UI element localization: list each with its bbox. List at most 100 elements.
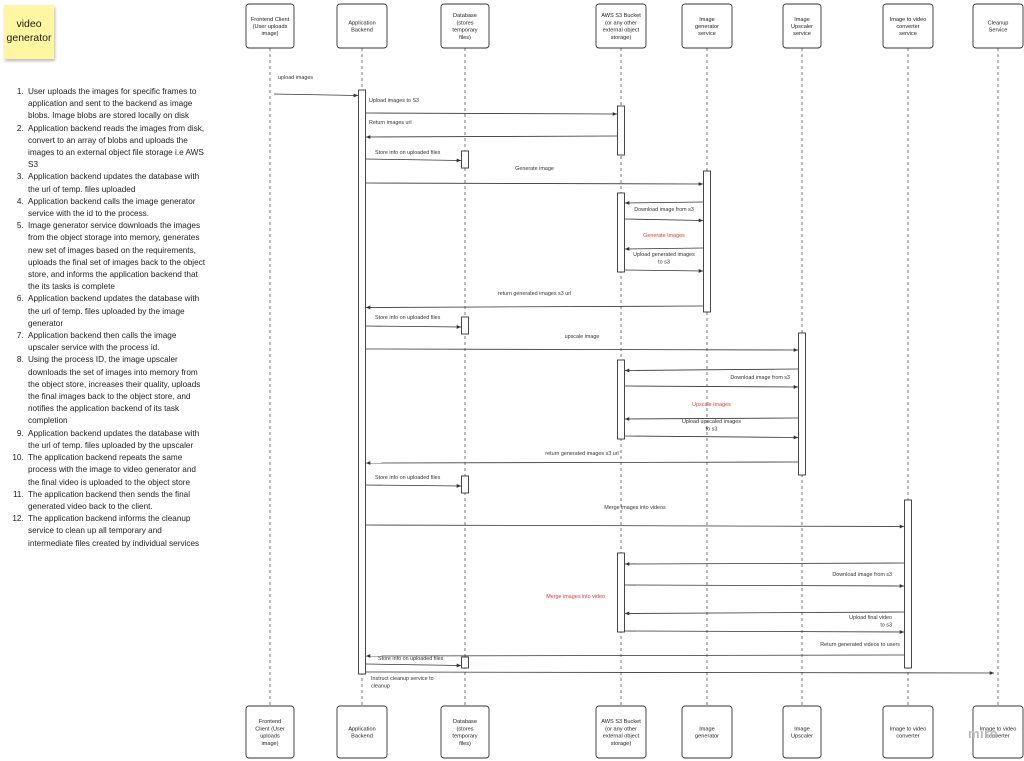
sticky-note: video generator [4, 5, 54, 59]
process-step: Image generator service downloads the im… [26, 220, 206, 293]
message-label: Upload images to S3 [369, 98, 419, 104]
activation-s3 [617, 192, 625, 273]
message-backend-to-database: Store info on uploaded files [365, 656, 462, 668]
message-arrow [624, 562, 905, 566]
participant-bottom-label: (or any other [605, 726, 637, 732]
participant-bottom-label: Frontend [259, 719, 281, 725]
message-label: Return images url [369, 120, 412, 126]
message-label: Store info on uploaded files [375, 315, 441, 321]
message-label: Merge images into video [546, 594, 605, 600]
participant-top-label: image) [261, 31, 278, 37]
message-arrow [273, 93, 359, 98]
participant-top-label: Image [794, 17, 810, 23]
message-backend-to-database: Store info on uploaded files [365, 475, 462, 488]
message-label: Return generated videos to users [820, 642, 900, 648]
message-imagegen-to-s3 [624, 201, 704, 205]
participant-top-label: (stores [456, 20, 473, 26]
participant-top-box [782, 3, 822, 49]
participant-bottom-box [782, 705, 822, 759]
participant-top-label: Image [699, 17, 715, 23]
participant-bottom-label: converter [986, 734, 1009, 740]
message-backend-to-s3: Upload images to S3 [365, 98, 618, 116]
participant-bottom-label: AWS S3 Bucket [601, 719, 641, 725]
participant-top-label: Application [348, 20, 375, 26]
participant-bottom-label: external object [603, 734, 640, 740]
participant-top-label: storage) [611, 35, 632, 41]
process-step: Application backend calls the image gene… [26, 196, 206, 220]
message-label: Store info on uploaded files [378, 656, 444, 662]
message-arrow [624, 218, 704, 223]
participant-top-box [972, 3, 1024, 49]
participant-top-box [882, 3, 934, 49]
participant-bottom-label: (stores [456, 726, 473, 732]
participant-bottom-box [681, 705, 733, 759]
activation-s3 [617, 359, 625, 440]
participant-top-label: temporary [452, 28, 477, 34]
participant-top-label: generator [695, 24, 719, 30]
participant-bottom-label: Client (User [255, 726, 285, 732]
message-label: Upload final video [849, 615, 892, 621]
participant-bottom-label: generator [695, 734, 719, 740]
message-arrow [365, 182, 704, 186]
message-label: Download image from s3 [730, 375, 790, 381]
participant-bottom-box [245, 705, 295, 759]
message-arrow [624, 368, 799, 373]
lifelines [269, 48, 999, 706]
message-upscaler-to-s3 [624, 368, 799, 373]
message-label: Store info on uploaded files [375, 475, 441, 481]
message-arrow [624, 247, 704, 251]
participant-bottom-label: temporary [452, 734, 477, 740]
participant-bottom-label: Image to video [890, 726, 927, 732]
message-s3-to-backend: Return images url [365, 120, 618, 139]
message-arrow [365, 135, 618, 139]
message-videoconv-to-s3 [624, 562, 905, 566]
message-label: Store info on uploaded files [375, 150, 441, 156]
activation-database [461, 656, 469, 669]
message-label: return generated images s3 url [498, 291, 571, 297]
message-label: Merge images into videos [604, 505, 666, 511]
participant-top-label: Image to video [890, 17, 927, 23]
message-videoconv-to-backend: Return generated videos to users [365, 642, 905, 658]
activation-s3 [617, 105, 625, 156]
participant-bottom-label: files) [459, 741, 471, 747]
message-arrow [365, 654, 905, 658]
message-arrow [624, 269, 704, 273]
message-label: cleanup [371, 684, 390, 690]
participant-top-label: Database [453, 13, 477, 19]
message-label: Upscale Images [692, 402, 731, 408]
participant-bottom-label: Application [348, 726, 375, 732]
process-step: Application backend then calls the image… [26, 330, 206, 354]
activation-database [461, 150, 469, 169]
participant-top-label: service [698, 31, 716, 37]
participant-top-label: external object [603, 28, 640, 34]
message-videoconv-to-s3: Merge images into video [546, 594, 905, 616]
message-arrow [365, 663, 462, 668]
message-upscaler-to-s3: Upscale Images [624, 402, 799, 421]
participant-bottom-box [440, 705, 490, 759]
activation-bars [358, 89, 912, 675]
message-label: Upload upscaled images [682, 419, 741, 425]
activation-database [461, 316, 469, 335]
message-label: Instruct cleanup service to [371, 676, 434, 682]
participant-top-label: Upscaler [791, 24, 813, 30]
participant-bottom-label: Upscaler [791, 734, 813, 740]
activation-videoconv [904, 499, 912, 669]
participant-top-label: service [899, 31, 917, 37]
participant-bottom-label: storage) [611, 741, 632, 747]
message-s3-to-upscaler: Download image from s3 [624, 375, 799, 389]
activation-database [461, 475, 469, 494]
message-s3-to-videoconv: Download image from s3 [624, 572, 905, 588]
message-label: Download image from s3 [634, 207, 694, 213]
message-label: Generate image [515, 166, 554, 172]
